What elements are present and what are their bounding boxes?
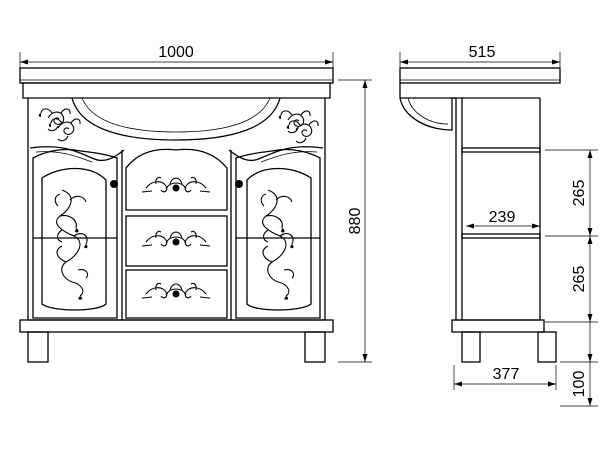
left-door <box>32 148 118 319</box>
top-drawer <box>125 148 228 211</box>
width-dimension: 1000 <box>19 44 334 72</box>
right-leg <box>304 331 326 363</box>
leg-height-label: 100 <box>571 371 588 398</box>
side-front-leg <box>461 331 481 363</box>
side-basin <box>399 83 453 131</box>
height-dimension: 880 <box>338 79 372 363</box>
bottom-drawer <box>125 269 228 319</box>
left-leg <box>27 331 49 363</box>
shelf-depth-dimension: 239 <box>466 209 540 229</box>
apron-ornament-left <box>38 108 71 132</box>
middle-drawer-knob <box>172 238 180 246</box>
shelf-depth-label: 239 <box>489 209 516 226</box>
side-body <box>400 97 541 321</box>
side-view: 515 239 377 <box>399 44 598 407</box>
vertical-dimensions: 265 265 100 <box>545 149 598 407</box>
apron-ornament-left-2 <box>48 118 81 142</box>
base-depth-dimension: 377 <box>453 365 557 390</box>
plinth <box>19 319 334 333</box>
countertop <box>19 67 334 84</box>
right-door <box>235 148 321 319</box>
basin-bowl <box>71 97 281 141</box>
cabinet-body <box>27 98 326 321</box>
side-back-leg <box>537 331 557 363</box>
side-countertop <box>399 67 561 84</box>
right-door-ornament <box>260 189 295 301</box>
base-depth-label: 377 <box>493 366 520 383</box>
right-door-knob <box>235 180 243 188</box>
upper-shelf <box>461 147 541 153</box>
apron-ornament-right-2 <box>286 120 319 144</box>
lower-shelf <box>461 233 541 239</box>
width-label: 1000 <box>158 44 194 61</box>
bottom-drawer-knob <box>172 290 180 298</box>
depth-label: 515 <box>469 44 496 61</box>
middle-drawer <box>125 215 228 267</box>
height-label: 880 <box>347 208 364 235</box>
basin-apron <box>22 82 331 99</box>
left-door-knob <box>110 180 118 188</box>
depth-dimension: 515 <box>399 44 561 72</box>
side-plinth <box>451 319 545 333</box>
upper-shelf-spacing-label: 265 <box>571 180 588 207</box>
lower-shelf-spacing-label: 265 <box>571 266 588 293</box>
front-view: 1000 880 <box>19 44 372 363</box>
left-door-ornament <box>54 189 89 301</box>
